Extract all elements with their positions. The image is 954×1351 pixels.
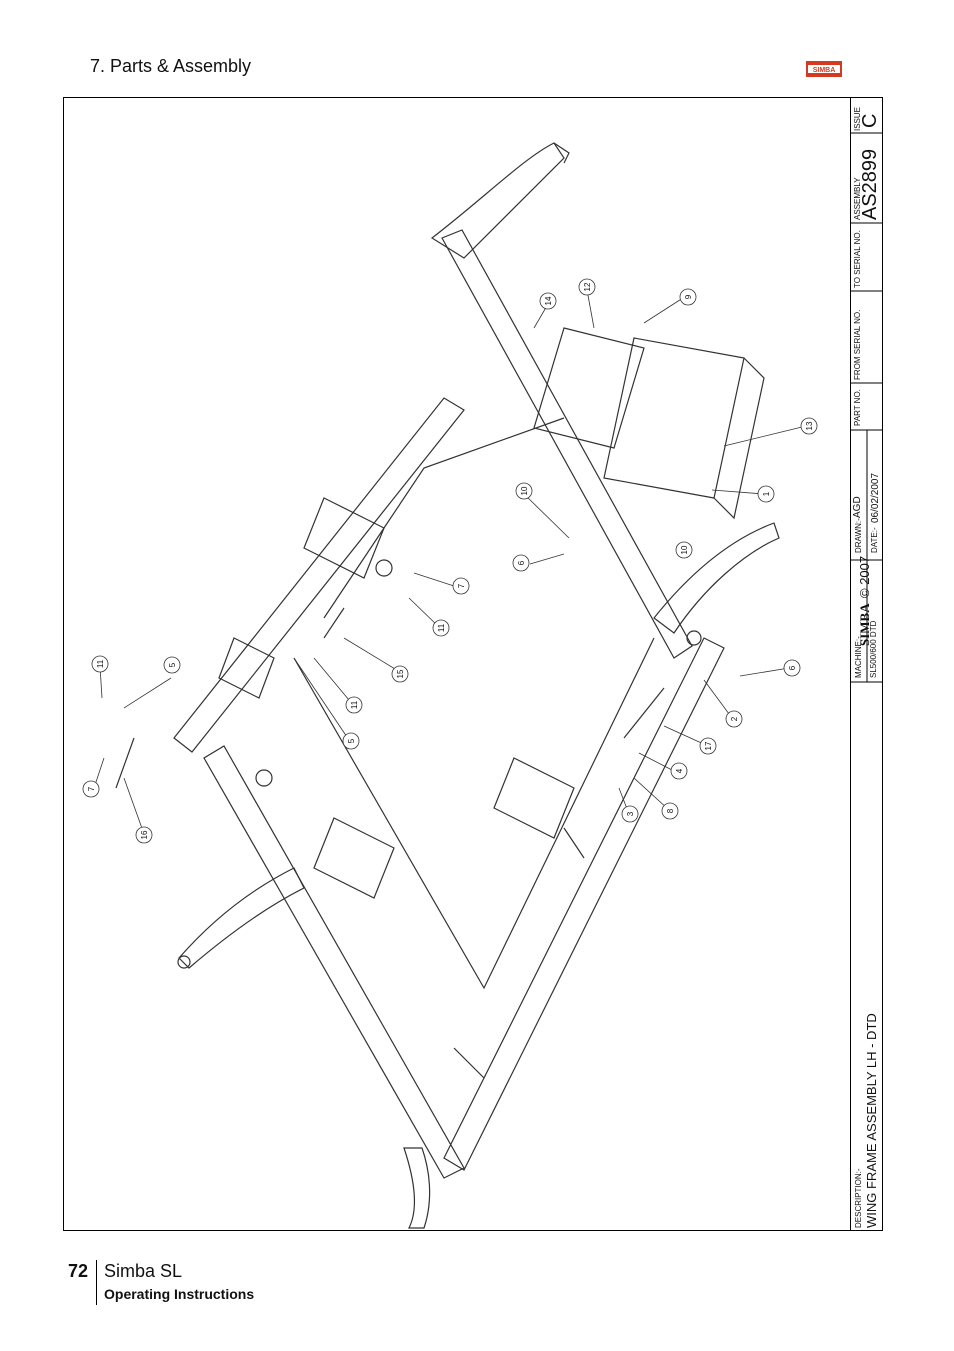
callout-7b: 7 xyxy=(87,786,96,791)
callout-10a: 10 xyxy=(520,486,529,495)
callout-14: 14 xyxy=(544,296,553,305)
part-no-label: PART NO. xyxy=(853,389,862,426)
simba-logo: SIMBA xyxy=(806,61,842,77)
svg-text:SIMBA: SIMBA xyxy=(813,67,836,74)
callout-16: 16 xyxy=(140,830,149,839)
callout-10b: 10 xyxy=(680,545,689,554)
callout-4: 4 xyxy=(675,768,684,773)
callout-11a: 11 xyxy=(437,623,446,632)
drawing-sheet: 14 12 9 13 1 10 10 6 7 11 15 11 5 6 2 17… xyxy=(63,97,883,1231)
date: 06/02/2007 xyxy=(870,472,881,523)
description: WING FRAME ASSEMBLY LH - DTD xyxy=(864,1013,879,1228)
callout-12: 12 xyxy=(583,282,592,291)
callout-9: 9 xyxy=(684,294,693,299)
footer-divider xyxy=(96,1260,97,1305)
callout-15: 15 xyxy=(396,669,405,678)
callout-8: 8 xyxy=(666,808,675,813)
callout-6a: 6 xyxy=(517,560,526,565)
from-serial-label: FROM SERIAL NO. xyxy=(853,309,862,380)
callout-2: 2 xyxy=(730,716,739,721)
assembly-number: AS2899 xyxy=(859,148,881,220)
callout-5a: 5 xyxy=(347,738,356,743)
callout-6b: 6 xyxy=(788,665,797,670)
callout-3: 3 xyxy=(626,811,635,816)
drawn: AGD xyxy=(852,496,863,518)
drawn-label: DRAWN:- xyxy=(854,518,863,553)
brand: SIMBA xyxy=(857,603,872,646)
title-block: DESCRIPTION:- WING FRAME ASSEMBLY LH - D… xyxy=(850,98,883,1230)
to-serial-label: TO SERIAL NO. xyxy=(853,230,862,288)
page-number: 72 xyxy=(68,1261,89,1281)
description-label: DESCRIPTION:- xyxy=(854,1168,863,1228)
date-label: DATE:- xyxy=(870,527,879,553)
callout-1: 1 xyxy=(762,491,771,496)
callout-5b: 5 xyxy=(168,662,177,667)
section-title: 7. Parts & Assembly xyxy=(90,56,252,76)
product-name: Simba SL xyxy=(104,1261,183,1281)
title-block-grid xyxy=(851,132,883,683)
callout-11b: 11 xyxy=(350,700,359,709)
copyright: © 2007 xyxy=(857,555,872,598)
callout-11c: 11 xyxy=(96,659,105,668)
callout-17: 17 xyxy=(704,741,713,750)
manual-subtitle: Operating Instructions xyxy=(104,1286,255,1302)
callout-7a: 7 xyxy=(457,583,466,588)
issue: C xyxy=(859,113,881,128)
wing-frame-drawing: 14 12 9 13 1 10 10 6 7 11 15 11 5 6 2 17… xyxy=(82,142,818,1229)
callout-13: 13 xyxy=(805,421,814,430)
